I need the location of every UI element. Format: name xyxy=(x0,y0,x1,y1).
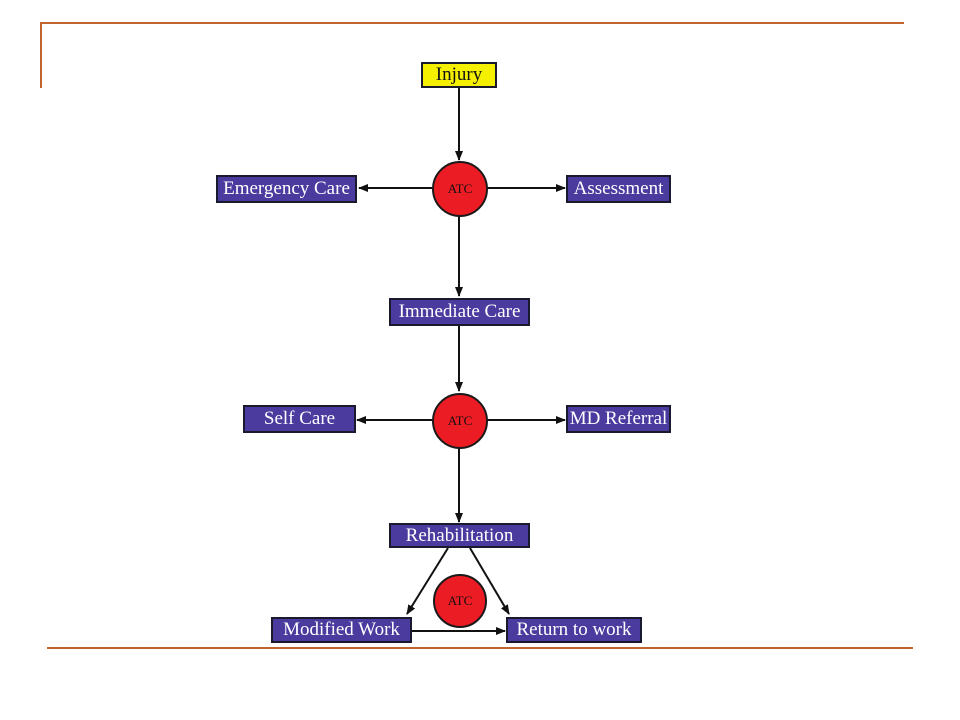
atc-label-3: ATC xyxy=(447,593,473,608)
immediate-care-node: Immediate Care xyxy=(389,298,530,326)
bottom-rule xyxy=(47,647,913,649)
self-care-label: Self Care xyxy=(263,408,336,429)
emergency-care-label: Emergency Care xyxy=(223,178,350,199)
return-to-work-node: Return to work xyxy=(506,617,642,643)
atc-node-3: ATC xyxy=(433,574,487,628)
left-rule xyxy=(40,22,42,88)
edge-rehab-modified-work xyxy=(406,547,449,615)
md-referral-label: MD Referral xyxy=(569,408,668,429)
atc-node-1: ATC xyxy=(432,161,488,217)
rehabilitation-node: Rehabilitation xyxy=(389,523,530,548)
injury-node: Injury xyxy=(421,62,497,88)
rehabilitation-label: Rehabilitation xyxy=(405,524,514,546)
edge-rehab-return-to-work xyxy=(469,547,510,615)
atc-label-1: ATC xyxy=(447,181,473,196)
modified-work-label: Modified Work xyxy=(283,619,400,640)
md-referral-node: MD Referral xyxy=(566,405,671,433)
atc-node-2: ATC xyxy=(432,393,488,449)
emergency-care-node: Emergency Care xyxy=(216,175,357,203)
return-to-work-label: Return to work xyxy=(516,619,632,640)
modified-work-node: Modified Work xyxy=(271,617,412,643)
atc-label-2: ATC xyxy=(447,413,473,428)
self-care-node: Self Care xyxy=(243,405,356,433)
top-rule xyxy=(40,22,904,24)
immediate-care-label: Immediate Care xyxy=(398,301,521,322)
assessment-node: Assessment xyxy=(566,175,671,203)
assessment-label: Assessment xyxy=(573,178,664,199)
injury-label: Injury xyxy=(435,64,483,85)
